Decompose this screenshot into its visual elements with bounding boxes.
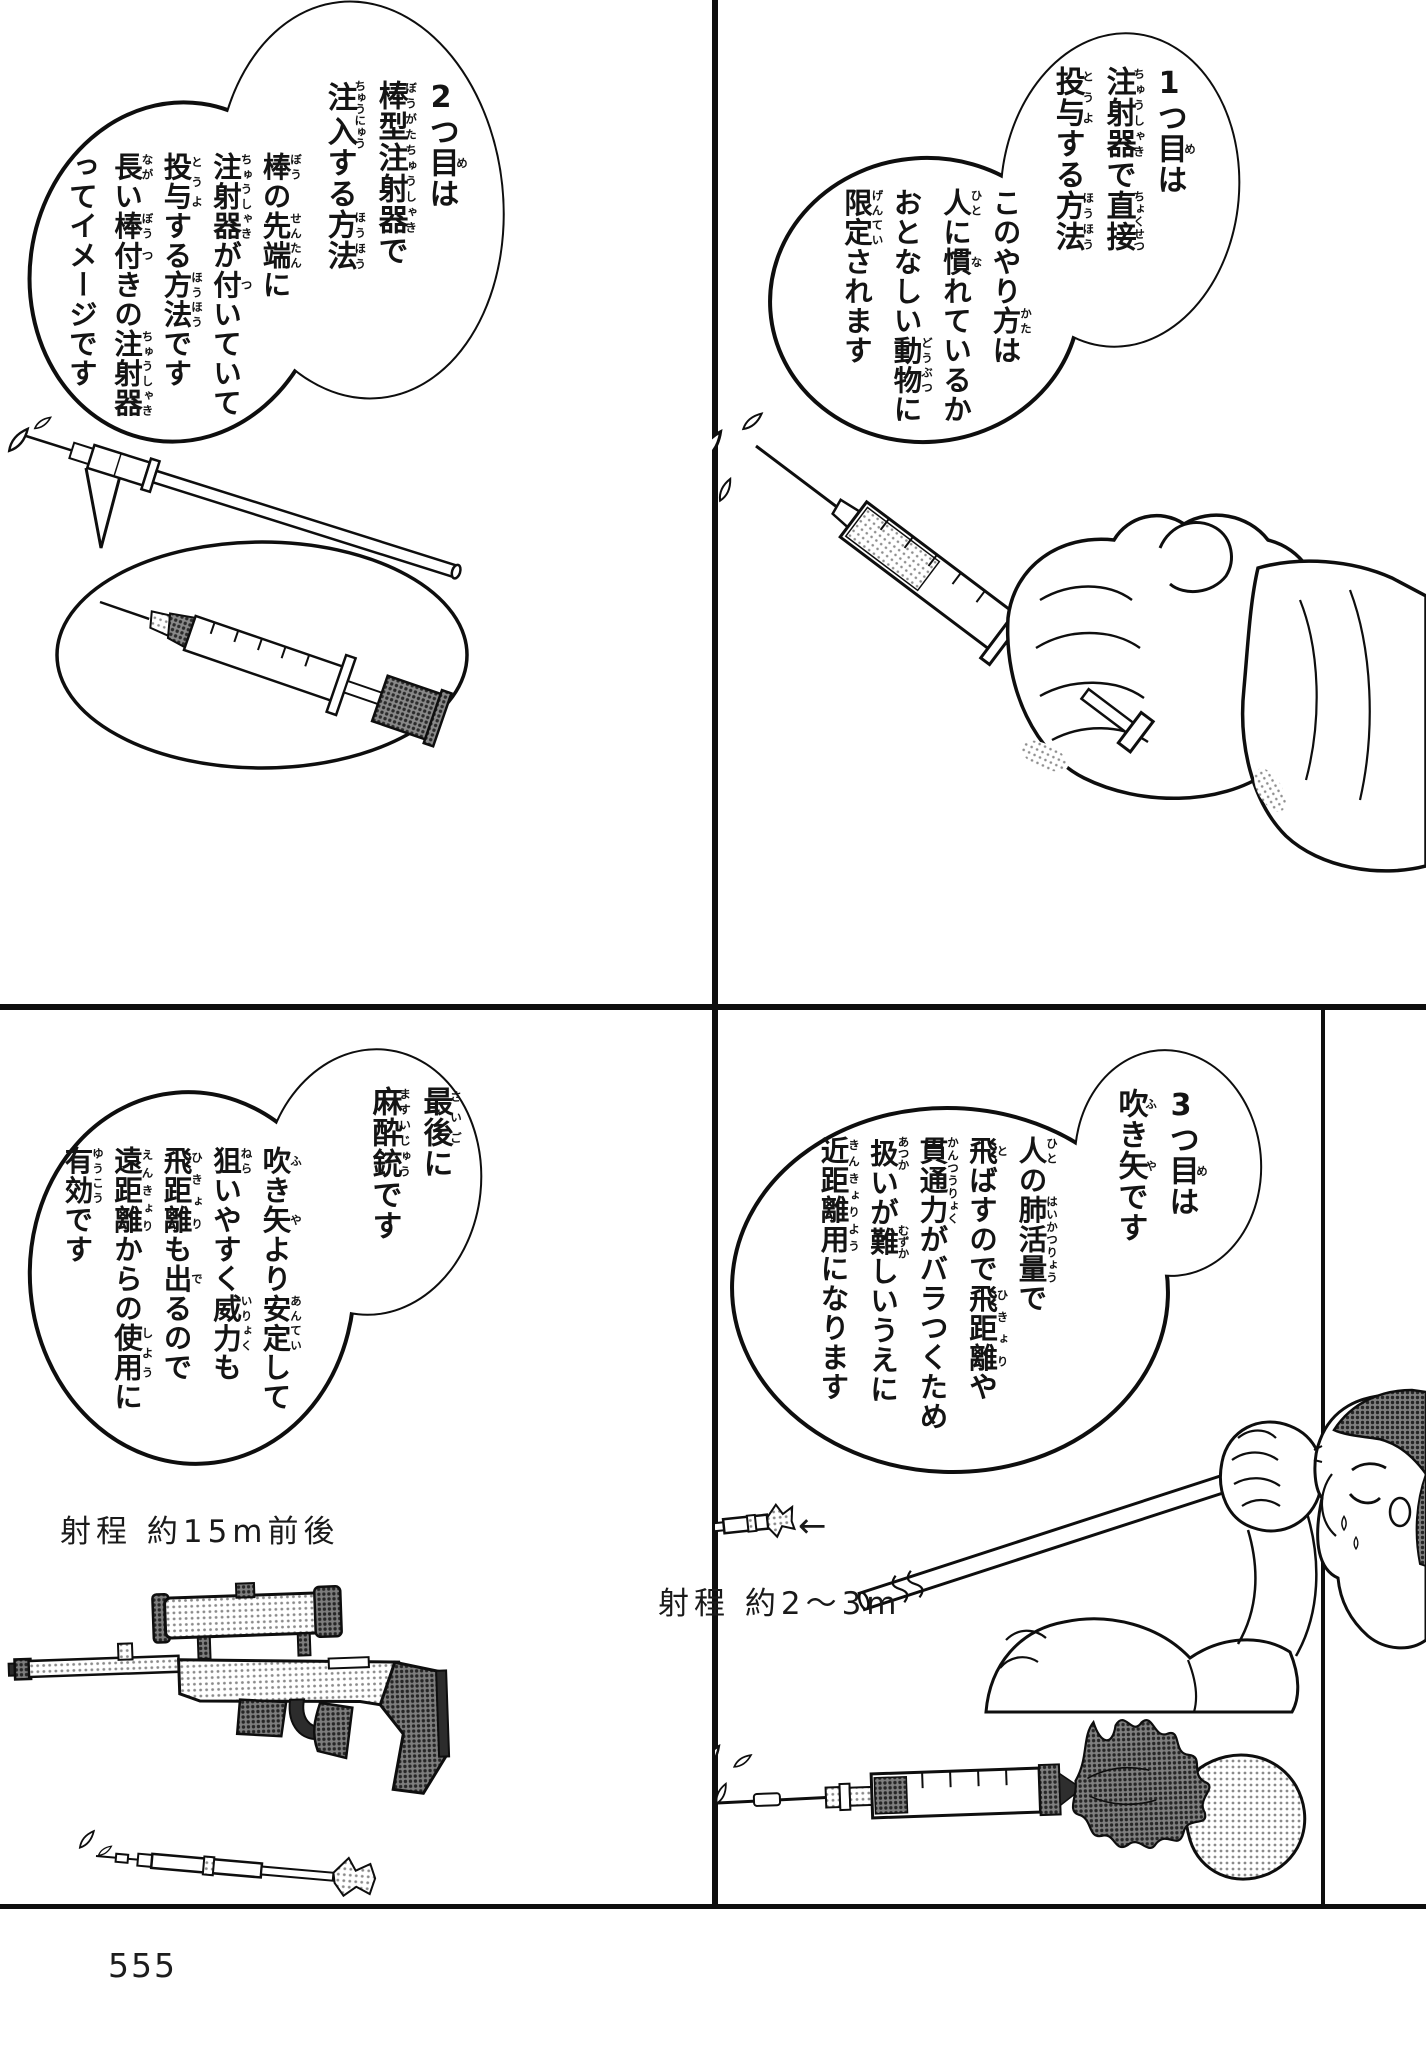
droplet-icon (712, 412, 764, 503)
bottom-left-panel-art (7, 1048, 483, 1898)
panel-divider-horizontal (0, 1004, 1426, 1010)
magnified-syringe-drawing (99, 600, 453, 748)
bottom-right-panel-art (715, 1049, 1426, 1881)
speech-bubble (27, 1048, 483, 1466)
bubble-text-tr-body: このやり方かたは人ひとに慣なれているかおとなしい動物どうぶつに限定げんていされま… (839, 188, 1033, 424)
page-number: 555 (108, 1946, 177, 1985)
left-arrow-icon: ← (798, 1506, 827, 1546)
range-label-blowgun: 射程 約2〜3m (658, 1586, 902, 1622)
bubble-text-tl-body: 棒ぼうの先端せんたんに注射器ちゅうしゃきが付ついていて投与とうよする方法ほうほう… (64, 152, 303, 418)
bubble-text-bl-body: 吹ふき矢やより安定あんていして狙ねらいやすく威力いりょくも飛距離ひきょりも出でる… (60, 1146, 303, 1412)
page-bottom-border (0, 1904, 1426, 1909)
bubble-text-br-body: 人ひとの肺活量はいかつりょうで飛とばすので飛距離ひきょりや貫通力かんつうりょくが… (816, 1136, 1059, 1431)
callout-tail (84, 467, 122, 549)
blowgun-figure (984, 1388, 1426, 1881)
top-left-panel-art (7, 0, 505, 770)
bubble-text-br-title: 3つ目めは吹ふき矢やです (1112, 1088, 1209, 1243)
blowgun-dart-drawing (715, 1718, 1211, 1849)
flying-dart-drawing (715, 1502, 797, 1539)
plunger-button (1079, 687, 1156, 754)
tranquilizer-rifle-drawing (7, 1582, 451, 1795)
speech-bubble (768, 32, 1241, 445)
top-right-panel-art (712, 32, 1426, 873)
bubble-text-tl-title: 2つ目めは棒型注射器ぼうがたちゅうしゃきで注入ちゅうにゅうする方法ほうほう (321, 80, 469, 272)
bubble-text-bl-title: 最後さいごに麻酔銃ますいじゅうです (366, 1086, 463, 1241)
bubble-text-tr-title: 1つ目めは注射器ちゅうしゃきで直接ちょくせつ投与とうよする方法ほうほう (1049, 66, 1197, 252)
droplet-icon (78, 1829, 113, 1856)
speech-bubble (730, 1049, 1263, 1475)
blowpipe-drawing (857, 1443, 1322, 1612)
sleeve-drawing (1240, 559, 1426, 873)
droplet-icon (7, 416, 53, 453)
droplet-icon (715, 1743, 753, 1805)
speech-bubble (27, 0, 505, 444)
panel-divider-vertical (712, 0, 718, 1909)
dart-drawing (95, 1852, 377, 1898)
range-label-rifle: 射程 約15m前後 (60, 1514, 340, 1550)
pole-syringe-drawing (25, 434, 462, 580)
